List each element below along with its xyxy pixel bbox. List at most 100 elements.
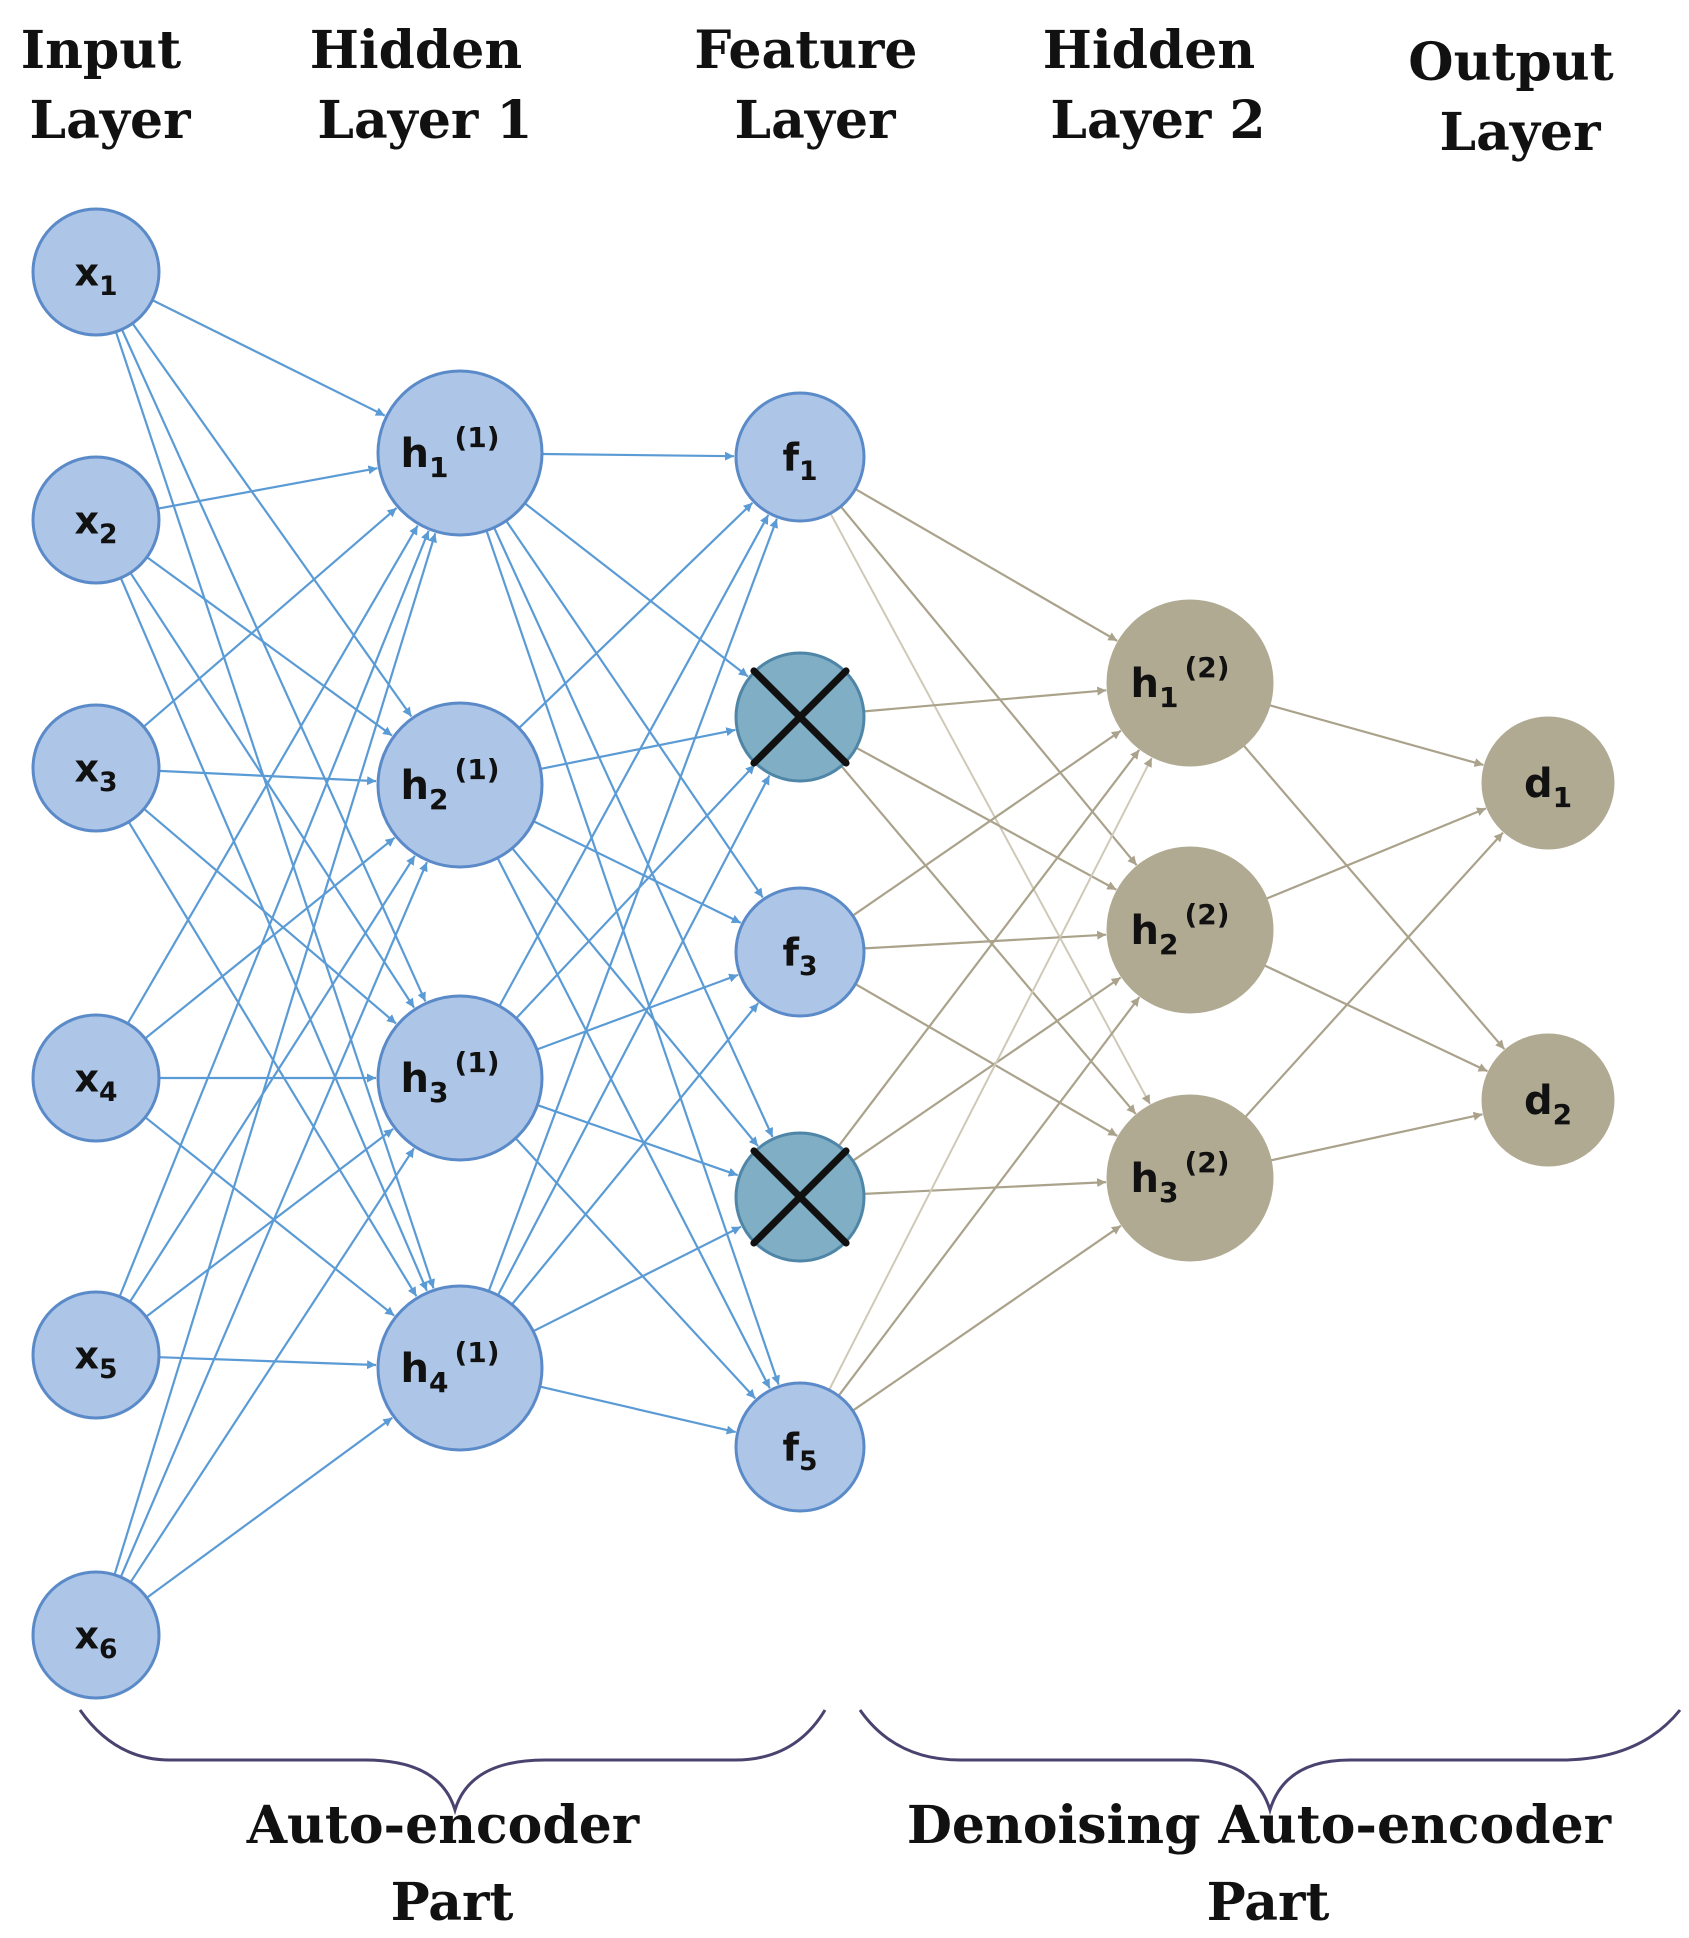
hidden1-node-1-circle [376,369,544,537]
edge-hidden1-2-to-feature-5 [496,857,771,1389]
hidden1-node-1-label: h1(1) [400,421,499,484]
brace-denoising [858,1709,1682,1816]
edge-hidden1-2-to-feature-3 [533,820,742,924]
output-node-2-circle [1481,1033,1615,1167]
edge-input-5-to-hidden1-2 [128,855,416,1303]
edge-input-2-to-hidden1-3 [129,572,416,1009]
output-node-1-label: d1 [1524,761,1572,814]
edge-hidden1-3-to-feature-1 [498,514,770,1007]
input-node-1: x1 [31,207,161,337]
edge-hidden1-1-to-feature-5 [485,530,780,1385]
input-node-4-circle [31,1013,161,1143]
edge-hidden2-2-to-output-2 [1263,964,1488,1073]
hidden1-node-3: h3(1) [376,994,544,1162]
edge-feature-2-to-hidden2-3 [840,765,1137,1115]
edge-hidden1-3-to-feature-4 [537,1104,739,1177]
layer-title-hidden-1: Hidden Layer 1 [310,20,541,151]
feature-node-1: f1 [734,391,866,523]
input-node-3-circle [31,703,161,833]
hidden2-node-2-label: h2(2) [1130,898,1229,961]
part-labels: Auto-encoder Part Denoising Auto-encoder… [246,1795,1629,1933]
edge-hidden1-3-to-feature-3 [536,973,739,1051]
edge-input-5-to-hidden1-1 [118,530,430,1298]
edge-hidden1-1-to-feature-2 [524,502,749,678]
edge-input-3-to-hidden1-1 [142,507,398,728]
hidden1-node-1: h1(1) [376,369,544,537]
edge-feature-3-to-hidden2-2 [863,930,1107,950]
hidden2-node-1-label: h1(2) [1130,651,1229,714]
feature-node-3-circle [734,886,866,1018]
edge-feature-5-to-hidden2-1 [828,757,1153,1391]
input-node-4: x4 [31,1013,161,1143]
feature-node-1-label: f1 [782,435,817,487]
edge-input-2-to-hidden1-2 [146,556,393,737]
dropout-cross-icon [750,667,850,767]
edge-hidden1-4-to-feature-4 [532,1225,742,1333]
input-node-1-circle [31,207,161,337]
edge-hidden1-3-to-feature-5 [514,1137,757,1400]
part-label-denoising: Denoising Auto-encoder Part [907,1795,1629,1933]
edge-hidden1-2-to-feature-1 [518,502,754,729]
hidden1-node-4-label: h4(1) [400,1336,499,1399]
edge-feature-1-to-hidden2-3 [829,512,1151,1105]
feature-node-5: f5 [734,1381,866,1513]
input-node-1-label: x1 [74,250,117,302]
edge-feature-4-to-hidden2-1 [837,749,1141,1147]
brace-autoencoder [78,1709,827,1816]
edge-input-1-to-hidden1-1 [151,299,386,417]
hidden2-node-3-label: h3(2) [1130,1146,1229,1209]
edge-input-4-to-hidden1-4 [144,1116,395,1317]
input-node-2-label: x2 [74,498,117,550]
feature-node-5-label: f5 [782,1425,817,1477]
edge-input-6-to-hidden1-2 [119,861,428,1578]
input-node-4-label: x4 [74,1056,117,1108]
input-node-6-circle [31,1570,161,1700]
layer-title-hidden-2: Hidden Layer 2 [1043,20,1274,151]
edge-feature-2-to-hidden2-2 [855,746,1117,891]
dropout-cross-icon [750,1147,850,1247]
hidden2-node-2-circle [1106,846,1274,1014]
edge-hidden1-4-to-feature-5 [539,1385,736,1435]
feature-node-5-circle [734,1381,866,1513]
edge-input-6-to-hidden1-4 [146,1416,393,1599]
edge-hidden2-3-to-output-2 [1269,1111,1483,1162]
edge-hidden1-4-to-feature-3 [511,1002,760,1306]
edge-feature-2-to-hidden2-1 [863,686,1107,713]
input-node-5-label: x5 [74,1333,117,1385]
edge-input-3-to-hidden1-2 [158,769,377,786]
edge-hidden2-1-to-output-2 [1242,744,1506,1050]
output-node-2-label: d2 [1524,1078,1572,1131]
input-node-3: x3 [31,703,161,833]
edge-hidden1-4-to-feature-1 [487,518,778,1292]
input-node-5-circle [31,1290,161,1420]
edge-feature-5-to-hidden2-2 [837,996,1141,1397]
edge-input-4-to-hidden1-1 [126,525,419,1025]
edge-hidden1-4-to-feature-2 [497,774,771,1296]
hidden2-node-3-circle [1106,1094,1274,1262]
braces [78,1709,1682,1816]
part-label-autoencoder: Auto-encoder Part [246,1795,658,1933]
hidden2-node-2: h2(2) [1106,846,1274,1014]
edge-feature-3-to-hidden2-3 [854,983,1118,1137]
edge-hidden1-1-to-feature-4 [493,527,774,1138]
edge-input-4-to-hidden1-2 [144,836,396,1040]
edge-hidden2-1-to-output-1 [1268,704,1484,767]
connections [113,299,1506,1599]
edge-input-6-to-hidden1-1 [113,532,437,1576]
hidden1-node-4-circle [376,1284,544,1452]
hidden1-node-2: h2(1) [376,701,544,869]
layer-titles: Input Layer Hidden Layer 1 Feature Layer… [21,20,1614,163]
edge-feature-4-to-hidden2-2 [852,976,1122,1162]
edge-hidden2-3-to-output-1 [1244,831,1504,1118]
output-node-2: d2 [1481,1033,1615,1167]
hidden1-node-3-circle [376,994,544,1162]
edge-feature-5-to-hidden2-3 [852,1224,1122,1412]
input-node-6-label: x6 [74,1613,117,1665]
edge-input-5-to-hidden1-3 [145,1128,394,1318]
hidden2-node-1-circle [1106,599,1274,767]
feature-node-dropped-4 [734,1131,866,1263]
input-node-6: x6 [31,1570,161,1700]
edge-hidden1-1-to-feature-3 [505,520,764,899]
edge-input-1-to-hidden1-2 [131,322,413,718]
